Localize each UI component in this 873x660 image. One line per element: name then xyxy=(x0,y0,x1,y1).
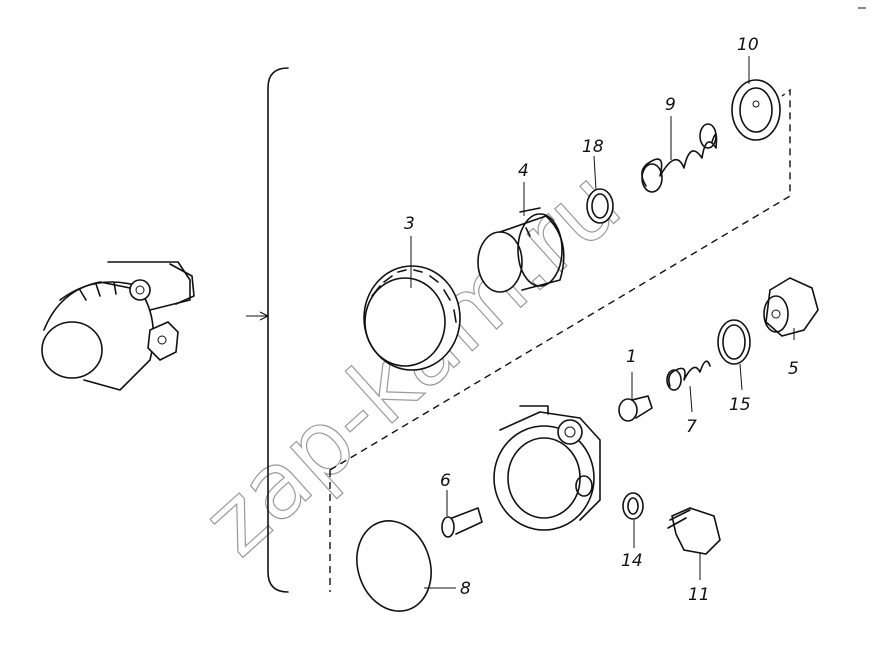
housing xyxy=(493,405,601,531)
part-15-o-ring xyxy=(717,319,751,365)
part-11-plug xyxy=(667,507,721,555)
label-part-5: 5 xyxy=(788,359,799,379)
explode-line-upper xyxy=(329,88,791,471)
part-3-nut xyxy=(363,265,461,371)
label-part-8: 8 xyxy=(460,579,471,599)
part-9-spring xyxy=(641,123,718,193)
part-7-spring xyxy=(666,360,711,391)
part-8-cap xyxy=(356,520,432,612)
label-part-4: 4 xyxy=(518,161,529,181)
label-part-3: 3 xyxy=(404,214,415,234)
label-part-18: 18 xyxy=(582,137,604,157)
label-part-15: 15 xyxy=(729,395,751,415)
label-part-1: 1 xyxy=(626,347,637,367)
part-14-washer xyxy=(622,492,644,520)
leader-lines xyxy=(410,56,795,589)
part-10-disc xyxy=(731,79,781,141)
label-part-10: 10 xyxy=(737,35,759,55)
part-5-fitting xyxy=(763,277,819,337)
label-part-9: 9 xyxy=(665,95,676,115)
assembled-unit xyxy=(41,261,195,391)
part-1-valve xyxy=(618,395,653,422)
label-part-7: 7 xyxy=(686,417,697,437)
part-4-body xyxy=(477,207,565,293)
assembly-bracket xyxy=(267,67,289,593)
part-18-washer xyxy=(586,188,614,224)
label-part-14: 14 xyxy=(621,551,643,571)
part-6-screw xyxy=(441,507,483,538)
label-part-6: 6 xyxy=(440,471,451,491)
label-part-11: 11 xyxy=(688,585,710,605)
bracket-arrow xyxy=(246,311,270,321)
